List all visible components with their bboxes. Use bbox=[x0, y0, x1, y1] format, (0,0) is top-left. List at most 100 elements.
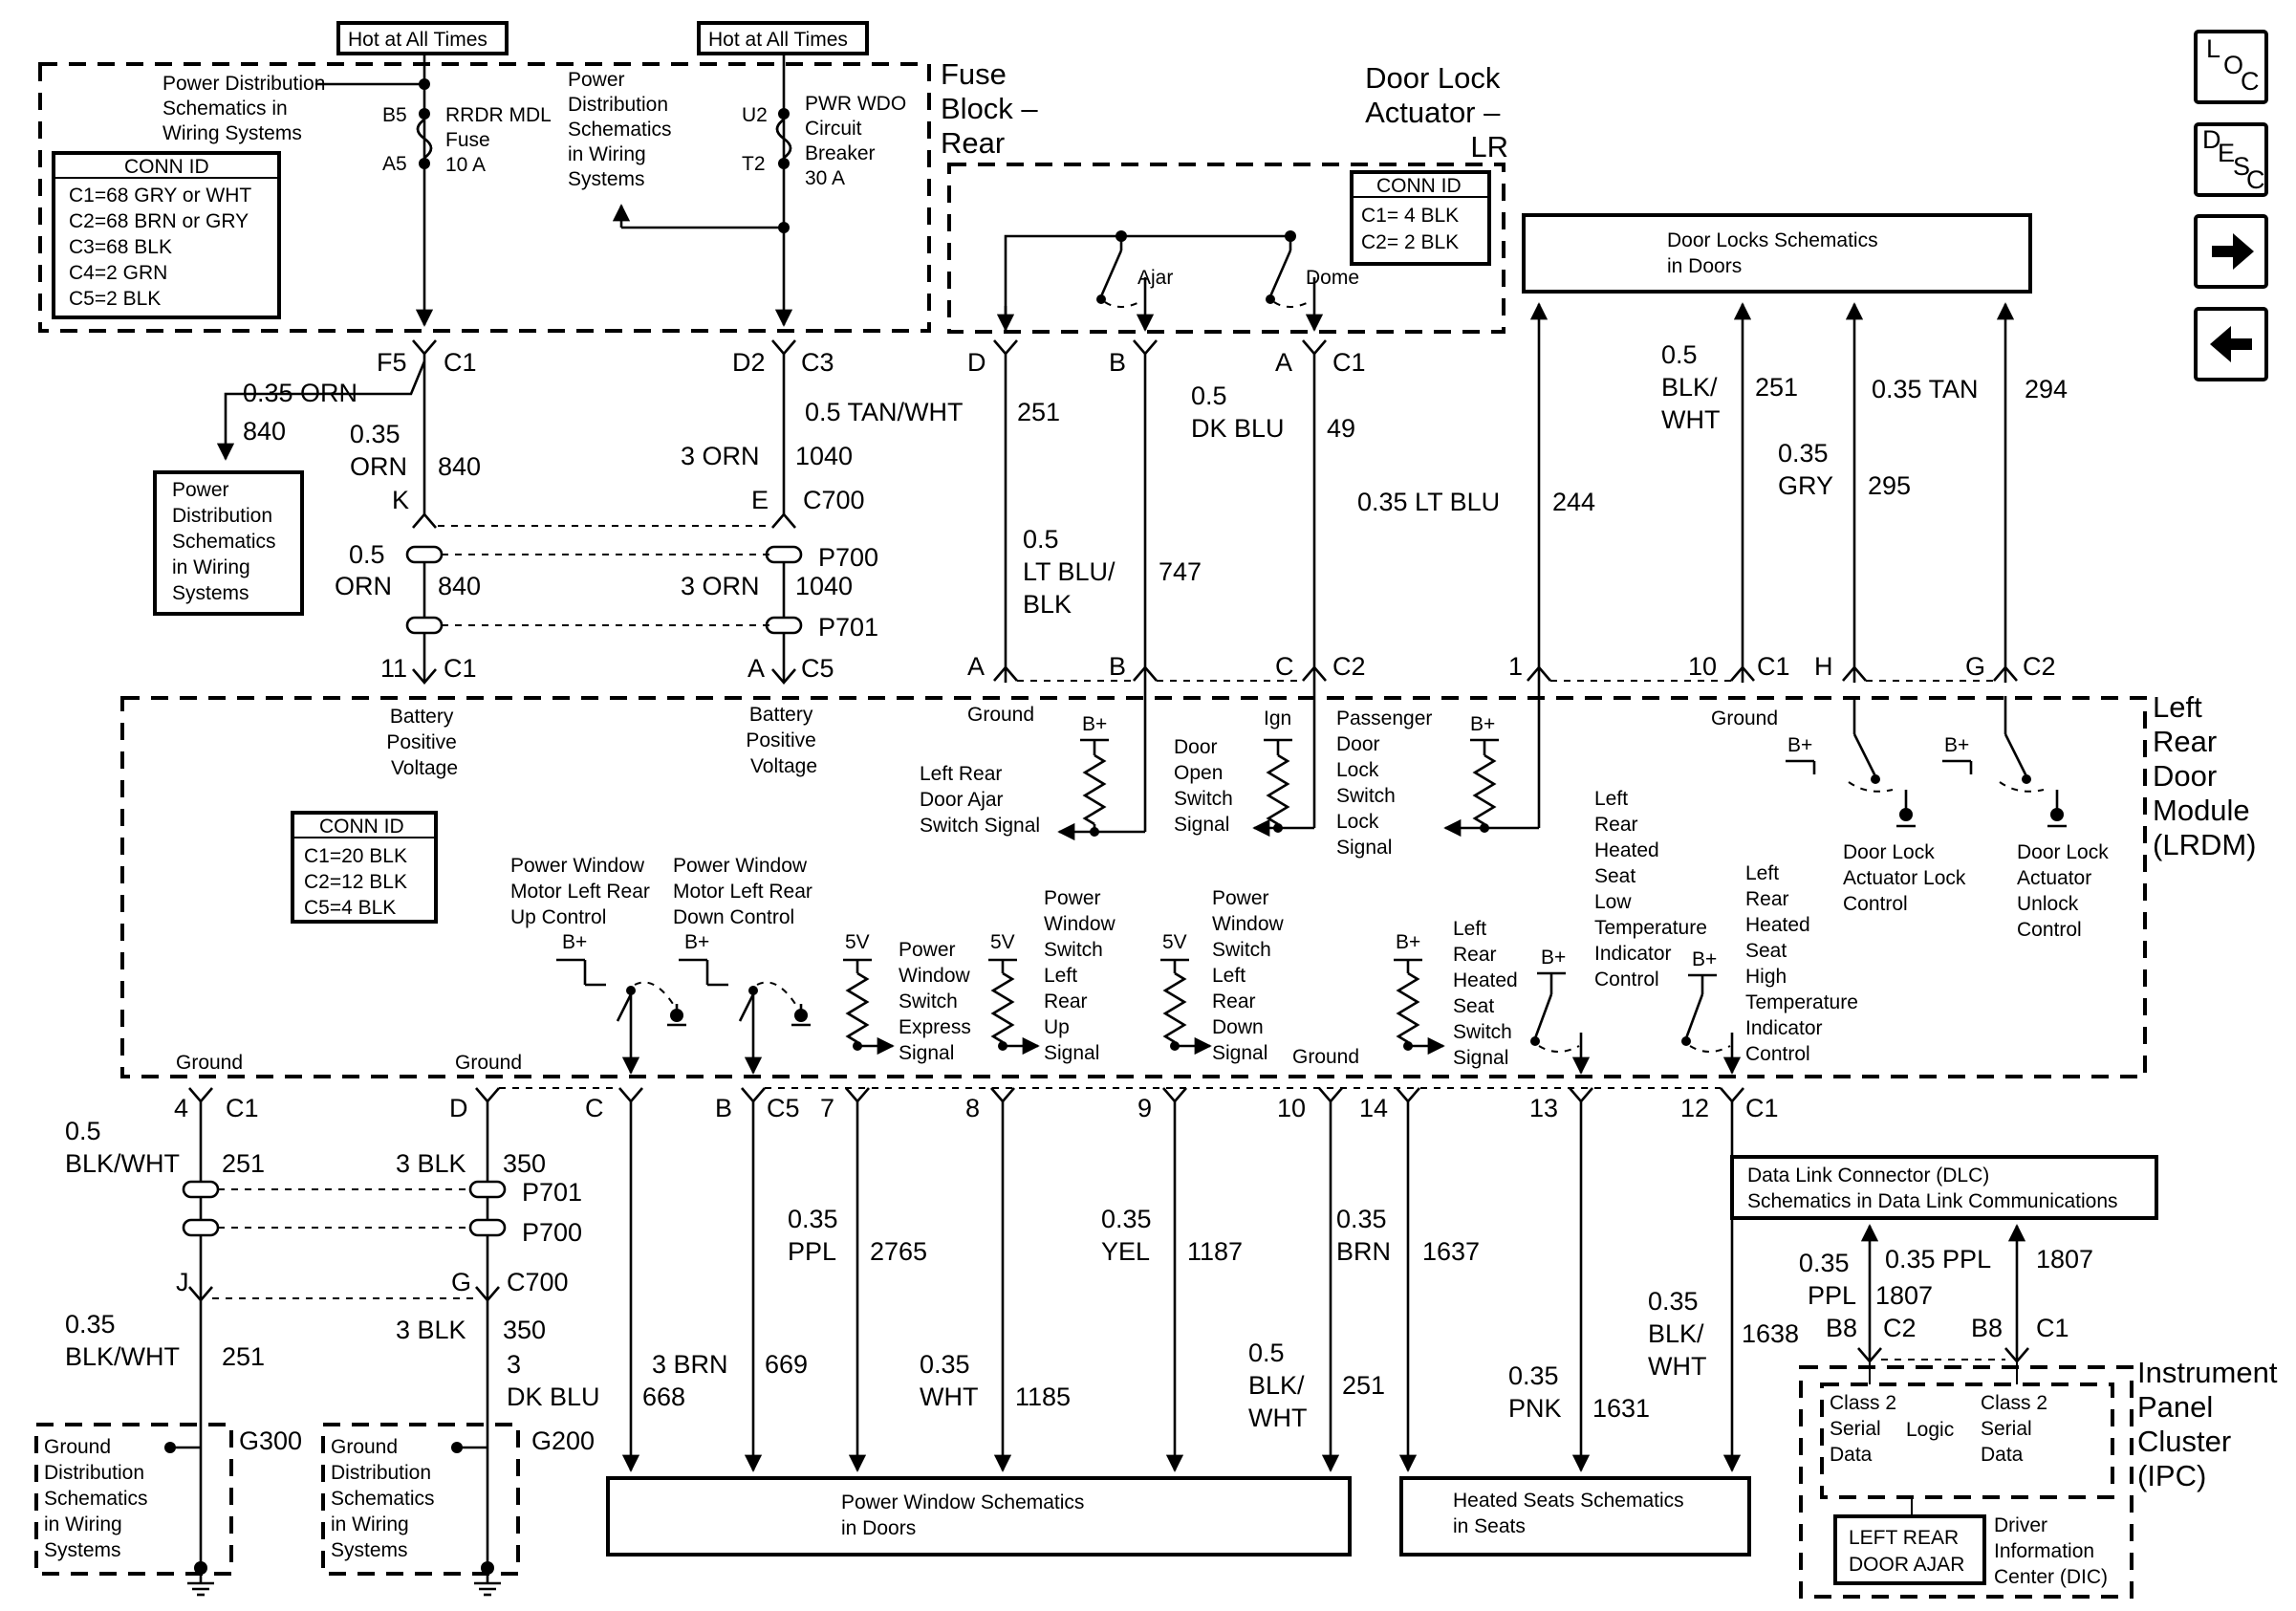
conn-c1-top: C1 bbox=[444, 348, 477, 377]
module-pin-10: 10 bbox=[1688, 652, 1717, 681]
conn-c3: C3 bbox=[801, 348, 834, 377]
heated-seats-schematics-box[interactable] bbox=[1399, 1476, 1751, 1557]
actuator-pin-d: D bbox=[967, 348, 986, 377]
dlc-box[interactable] bbox=[1730, 1155, 2158, 1220]
wire-yel-color: 0.35 YEL bbox=[1101, 1205, 1159, 1266]
bottom-pin-d: D bbox=[449, 1094, 468, 1122]
bottom-pin-j: J bbox=[176, 1268, 189, 1296]
pin-f5: F5 bbox=[377, 348, 407, 377]
bottom-pin-12: 12 bbox=[1680, 1094, 1709, 1122]
ground-g300-label: G300 bbox=[239, 1426, 302, 1455]
fuse-conn-title: CONN ID bbox=[124, 156, 209, 178]
fuse-conn-box bbox=[52, 151, 281, 319]
ipc-conn-c1: C1 bbox=[2036, 1314, 2069, 1342]
power-window-schematics-box[interactable] bbox=[606, 1476, 1352, 1557]
wire-blkwht2-color: 0.35 BLK/ WHT bbox=[1648, 1287, 1711, 1381]
wire-w1-color: 0.35 ORN bbox=[350, 420, 407, 481]
bottom-w4-num: 350 bbox=[503, 1316, 546, 1344]
ajar-switch-label: Ajar bbox=[1137, 267, 1173, 289]
loc-button[interactable]: L O C bbox=[2194, 30, 2268, 104]
class2a-text: Class 2 Serial Data bbox=[1830, 1392, 1902, 1466]
actuator-title: Door Lock Actuator – LR bbox=[1365, 61, 1508, 163]
module-pin-b: B bbox=[1109, 652, 1126, 681]
wire-pplB-color: 0.35 PPL bbox=[1885, 1245, 1991, 1274]
wire-pplA-color: 0.35 PPL bbox=[1799, 1249, 1856, 1310]
loc-c: C bbox=[2241, 67, 2260, 96]
fivev-3: 5V bbox=[1162, 931, 1187, 953]
express-label: Power Window Switch Express Signal bbox=[899, 939, 977, 1064]
back-button[interactable] bbox=[2194, 307, 2268, 381]
wire-ltblu-color: 0.35 LT BLU bbox=[1357, 488, 1500, 516]
ground-dist-g300-text: Ground Distribution Schematics in Wiring… bbox=[44, 1436, 153, 1561]
high-temp-label: Left Rear Heated Seat High Temperature I… bbox=[1745, 862, 1864, 1065]
unlock-ctrl-label: Door Lock Actuator Unlock Control bbox=[2017, 841, 2114, 941]
up-ctrl-label: Power Window Motor Left Rear Up Control bbox=[510, 855, 656, 928]
bplus-up: B+ bbox=[562, 931, 587, 953]
module-pin-a: A bbox=[967, 652, 985, 681]
breaker-pin-u2: U2 bbox=[742, 104, 768, 126]
desc-d: D bbox=[2202, 125, 2221, 154]
bottom-pin-7: 7 bbox=[820, 1094, 834, 1122]
ground-label-a: Ground bbox=[967, 704, 1034, 726]
desc-c: C bbox=[2246, 165, 2265, 194]
wire-yel-num: 1187 bbox=[1187, 1237, 1243, 1266]
ground-g300-box bbox=[34, 1423, 233, 1576]
module-conn-c2-a: C2 bbox=[1332, 652, 1366, 681]
bottom-conn-p701: P701 bbox=[522, 1178, 582, 1207]
ipc-display-text: LEFT REAR DOOR AJAR bbox=[1849, 1527, 1964, 1576]
pd2-label: Power Distribution Schematics in Wiring … bbox=[568, 69, 677, 190]
forward-button[interactable] bbox=[2194, 214, 2268, 289]
ipc-display bbox=[1833, 1514, 1986, 1585]
bottom-w1-color: 0.5 BLK/WHT bbox=[65, 1117, 180, 1178]
bottom-w5-num: 668 bbox=[642, 1382, 685, 1411]
pin-e: E bbox=[751, 486, 769, 514]
ground-label-d: Ground bbox=[455, 1052, 522, 1074]
wire-ltblu-num: 244 bbox=[1552, 488, 1595, 516]
bpv1-label: Battery Positive Voltage bbox=[386, 706, 462, 779]
arrow-left-icon bbox=[2210, 326, 2252, 362]
fuse-pin-b5: B5 bbox=[382, 104, 407, 126]
actuator-conn-box bbox=[1350, 170, 1491, 266]
module-pin-h: H bbox=[1814, 652, 1833, 681]
dic-text: Driver Information Center (DIC) bbox=[1994, 1514, 2108, 1588]
ipc-logic-box bbox=[1820, 1382, 2114, 1499]
hot-text-2: Hot at All Times bbox=[708, 29, 848, 51]
loc-o: O bbox=[2223, 51, 2243, 79]
wire-w2-color: 0.5 ORN bbox=[335, 540, 392, 600]
fuse-pin-a5: A5 bbox=[382, 153, 407, 175]
bottom-w3-color: 0.35 BLK/WHT bbox=[65, 1310, 180, 1371]
wire-brn-color: 3 BRN bbox=[652, 1350, 728, 1379]
bottom-w3-num: 251 bbox=[222, 1342, 265, 1371]
actuator-pin-b: B bbox=[1109, 348, 1126, 377]
conn-p700-top: P700 bbox=[818, 543, 878, 572]
actuator-conn-c1: C1 bbox=[1332, 348, 1366, 377]
bottom-conn-c1-b: C1 bbox=[1745, 1094, 1779, 1122]
ground-g200-box bbox=[321, 1423, 520, 1576]
bottom-pin-13: 13 bbox=[1529, 1094, 1558, 1122]
wire-blkwht-b-color: 0.5 BLK/ WHT bbox=[1248, 1339, 1311, 1432]
bottom-pin-9: 9 bbox=[1137, 1094, 1152, 1122]
lrdm-conn-list: C1=20 BLK C2=12 BLK C5=4 BLK bbox=[304, 845, 413, 919]
module-pin-1: 1 bbox=[1508, 652, 1523, 681]
desc-button[interactable]: D E S C bbox=[2194, 122, 2268, 197]
pdist-left-box[interactable] bbox=[153, 470, 304, 616]
fivev-1: 5V bbox=[845, 931, 870, 953]
bottom-pin-14: 14 bbox=[1359, 1094, 1388, 1122]
wire-brn2-num: 1637 bbox=[1422, 1237, 1480, 1266]
up-signal-label: Power Window Switch Left Rear Up Signal bbox=[1044, 887, 1121, 1064]
fuse-conn-list: C1=68 GRY or WHT C2=68 BRN or GRY C3=68 … bbox=[69, 185, 257, 310]
loc-l: L bbox=[2206, 34, 2220, 63]
wire-w1-num: 840 bbox=[438, 452, 481, 481]
pin-11: 11 bbox=[380, 654, 407, 683]
down-ctrl-label: Power Window Motor Left Rear Down Contro… bbox=[673, 855, 818, 928]
module-conn-c2-b: C2 bbox=[2023, 652, 2056, 681]
bottom-conn-c1-a: C1 bbox=[226, 1094, 259, 1122]
conn-p701-top: P701 bbox=[818, 613, 878, 642]
bplus-ajar: B+ bbox=[1082, 713, 1107, 735]
down-signal-label: Power Window Switch Left Rear Down Signa… bbox=[1212, 887, 1289, 1064]
bottom-conn-c5: C5 bbox=[767, 1094, 800, 1122]
door-locks-schematics-box[interactable] bbox=[1522, 213, 2032, 294]
ground-label-b: Ground bbox=[1711, 708, 1778, 729]
dlc-text: Data Link Connector (DLC) Schematics in … bbox=[1747, 1165, 2118, 1212]
